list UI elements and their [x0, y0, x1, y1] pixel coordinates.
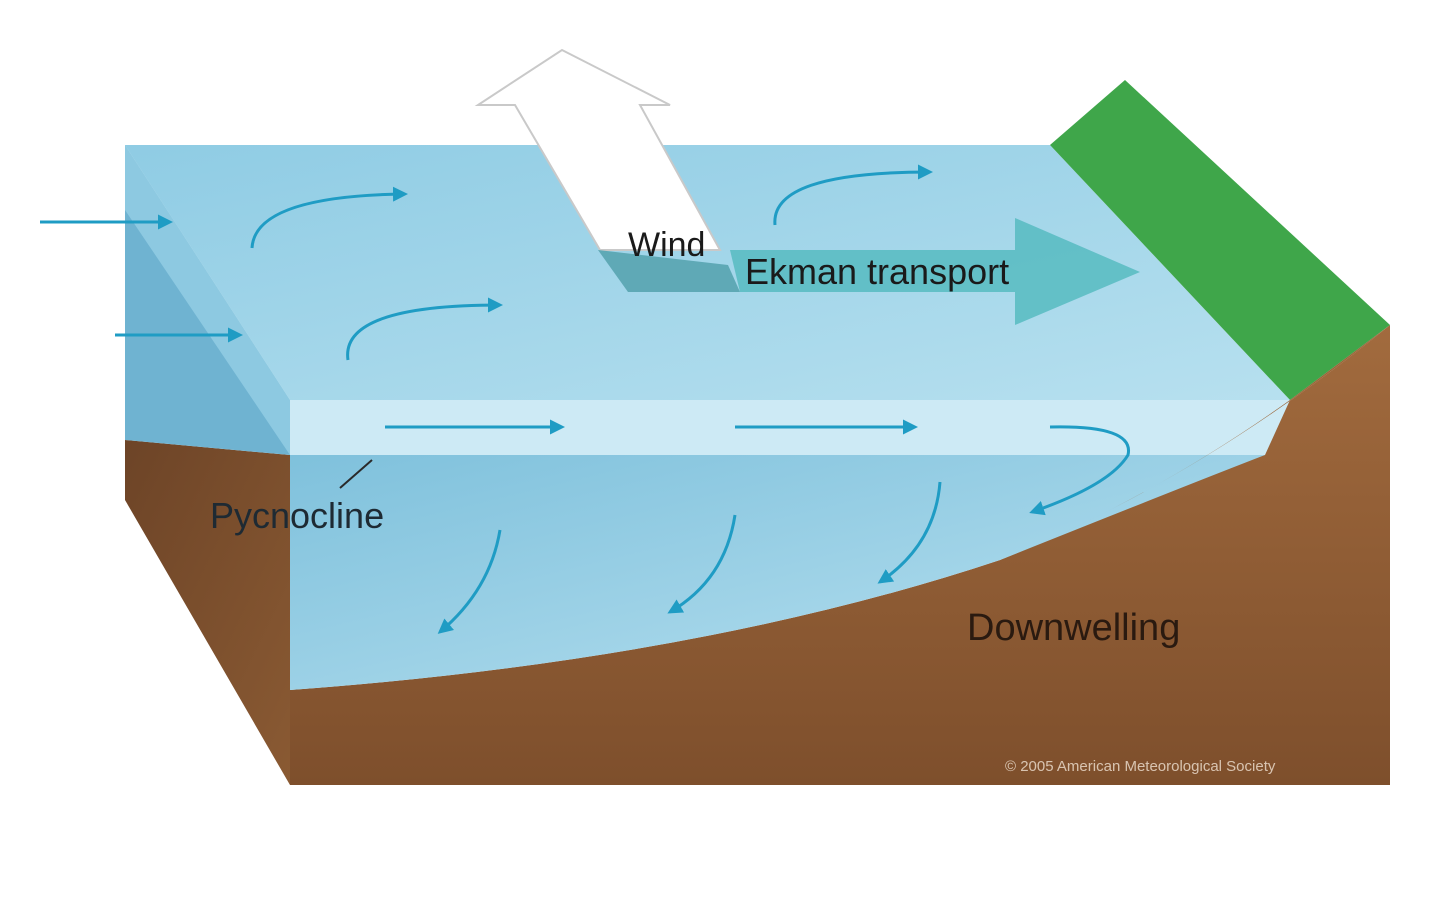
downwelling-label: Downwelling — [967, 607, 1180, 649]
front-earth-block — [290, 325, 1390, 785]
copyright-label: © 2005 American Meteorological Society — [1005, 758, 1276, 775]
ekman-transport-label: Ekman transport — [745, 251, 1009, 292]
wind-arrow — [474, 48, 722, 251]
ekman-transport-arrow — [730, 218, 1140, 325]
front-water-face — [290, 455, 1265, 690]
downwelling-arrow-3 — [877, 481, 942, 584]
pycnocline-leader — [339, 459, 373, 489]
pycnocline-label: Pycnocline — [210, 495, 384, 536]
band-flow-arrow-3 — [1029, 425, 1131, 516]
surface-flow-arrow-3 — [773, 164, 933, 226]
left-earth-wall — [125, 440, 290, 785]
surface-flow-arrow-1 — [250, 186, 408, 249]
downwelling-arrow-1 — [437, 529, 502, 634]
downwelling-arrow-2 — [667, 514, 737, 614]
wind-label: Wind — [628, 226, 705, 264]
surface-flow-arrow-2 — [346, 297, 503, 361]
land-top — [1050, 80, 1390, 400]
wind-arrow-shadow — [598, 250, 740, 292]
